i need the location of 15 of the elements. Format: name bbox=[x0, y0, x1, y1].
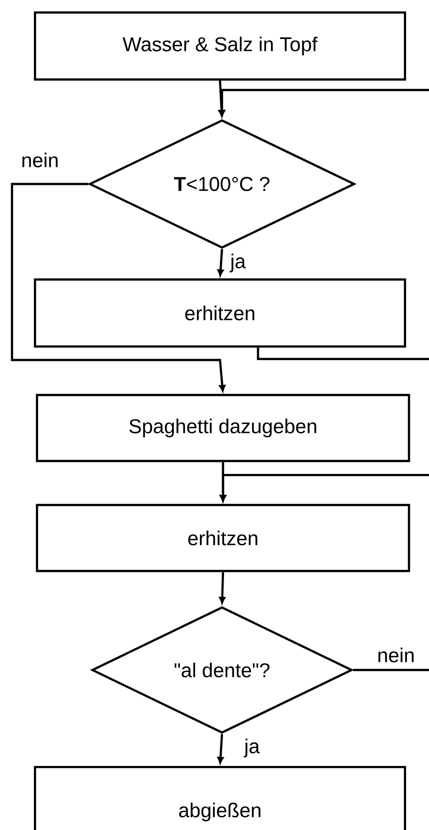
process-box: Spaghetti dazugeben bbox=[36, 394, 410, 462]
arrow bbox=[219, 572, 226, 604]
process-box: Wasser & Salz in Topf bbox=[34, 11, 406, 81]
edge-label: nein bbox=[20, 152, 60, 168]
arrow bbox=[217, 734, 224, 764]
process-box: erhitzen bbox=[34, 278, 406, 348]
edge-label: ja bbox=[243, 738, 261, 758]
process-box: abgießen bbox=[34, 766, 406, 830]
arrow bbox=[10, 182, 226, 392]
arrow bbox=[220, 474, 429, 672]
edge-label: nein bbox=[376, 646, 416, 664]
arrow bbox=[217, 249, 224, 276]
edge-label: ja bbox=[229, 252, 247, 274]
process-box: erhitzen bbox=[36, 504, 410, 572]
arrow bbox=[218, 88, 429, 360]
